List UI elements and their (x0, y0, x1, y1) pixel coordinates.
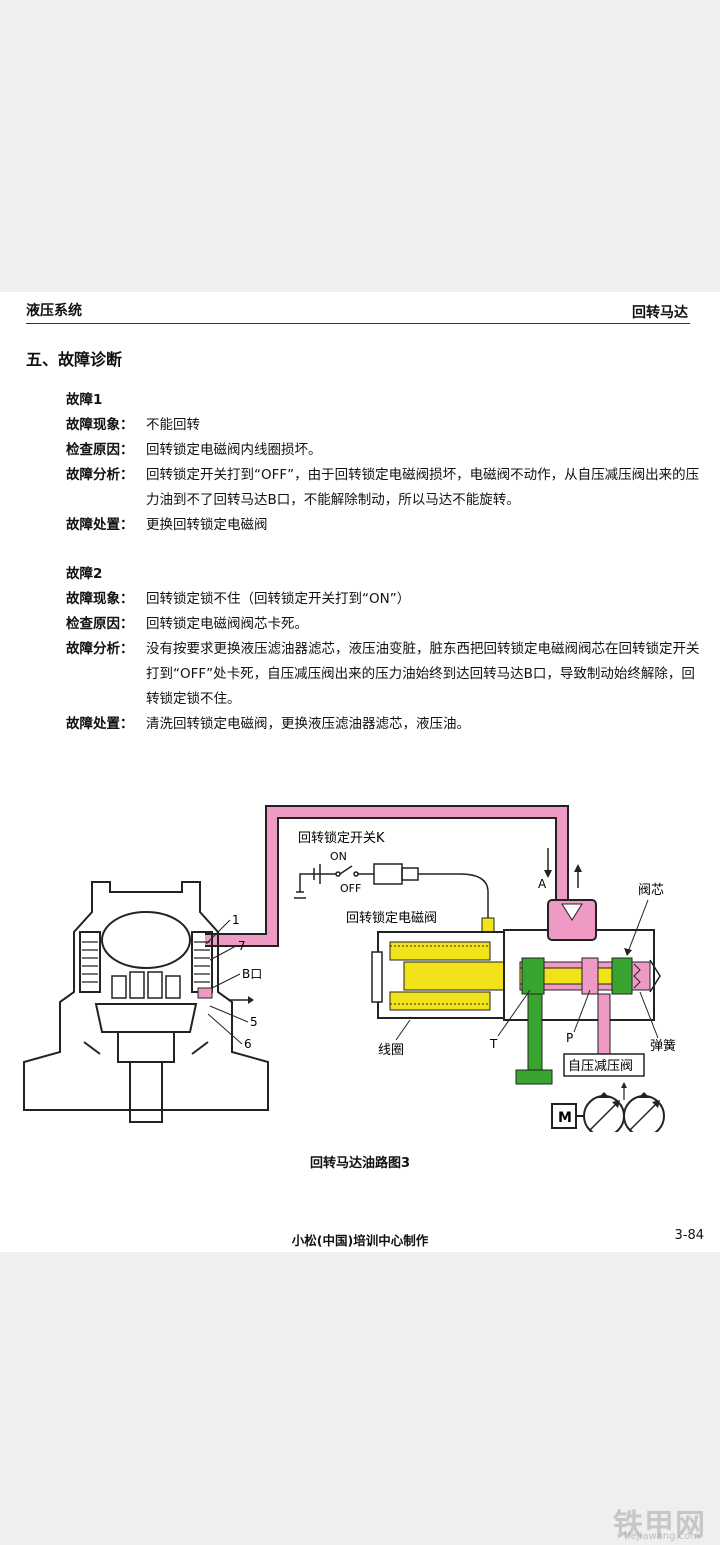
fault-title: 故障2 (66, 566, 103, 582)
fault-row: 检查原因： 回转锁定电磁阀阀芯卡死。 (66, 612, 706, 637)
header-rule (26, 323, 690, 324)
motor-pink-port (197, 987, 213, 999)
motor-pistons (111, 971, 181, 999)
pump-2-arrow (629, 1101, 659, 1131)
reducing-valve-label: 自压减压阀 (568, 1059, 633, 1074)
figure-caption: 回转马达油路图3 (309, 1156, 411, 1171)
row-text: 没有按要求更换液压滤油器滤芯，液压油变脏，脏东西把回转锁定电磁阀阀芯在回转锁定开… (146, 641, 700, 707)
row-text: 不能回转 (146, 417, 200, 433)
motor-springs (82, 941, 210, 983)
pump-1-arrow (589, 1101, 619, 1131)
label-n1: 1 (232, 913, 240, 927)
spring-leader (639, 991, 659, 1039)
arrow-up-a-head (574, 864, 582, 872)
row-label: 检查原因： (66, 442, 134, 458)
p-label: P (566, 1031, 573, 1045)
row-text: 回转锁定锁不住（回转锁定开关打到“ON”） (146, 591, 411, 607)
spool-leader (627, 899, 649, 953)
label-n6: 6 (244, 1037, 252, 1051)
label-n7: 7 (238, 939, 246, 953)
fault-title: 故障1 (66, 392, 103, 408)
header-left: 液压系统 (26, 303, 82, 319)
coil-leader (395, 1019, 411, 1041)
watermark-url: tiejiawang.com (623, 1531, 700, 1542)
row-label: 故障现象： (66, 591, 134, 607)
page-number: 3-84 (674, 1228, 704, 1243)
switch-circuit (294, 863, 489, 926)
row-label: 故障处置： (66, 517, 134, 533)
watermark-logo: 铁甲网 (613, 1508, 706, 1543)
row-label: 故障处置： (66, 716, 134, 732)
leader-lines (205, 919, 249, 1045)
swing-motor (23, 881, 269, 1123)
flow-arrow-5-head (248, 996, 254, 1004)
header-right: 回转马达 (632, 305, 688, 321)
hydraulic-diagram: 1 7 B口 5 6 回转锁定开关K ON OFF 回转锁定电磁阀 (23, 805, 676, 1132)
p-leader (573, 989, 591, 1033)
row-text: 回转锁定电磁阀内线圈损坏。 (146, 442, 322, 458)
fault-row: 故障分析： 回转锁定开关打到“OFF”，由于回转锁定电磁阀损坏，电磁阀不动作，从自… (66, 463, 706, 513)
spool-leader-head (624, 948, 632, 956)
section-title: 五、故障诊断 (26, 350, 123, 369)
solenoid-valve (371, 899, 661, 1123)
t-label: T (489, 1037, 498, 1051)
motor-label: M (558, 1110, 572, 1126)
solenoid-label: 回转锁定电磁阀 (346, 910, 437, 926)
spring-label: 弹簧 (650, 1038, 676, 1054)
fault-row: 故障现象： 回转锁定锁不住（回转锁定开关打到“ON”） (66, 587, 706, 612)
fault-block-2: 故障2 故障现象： 回转锁定锁不住（回转锁定开关打到“ON”） 检查原因： 回转锁定… (66, 562, 706, 737)
arrow-down-a-head (544, 870, 552, 878)
label-port-b: B口 (242, 967, 262, 981)
row-label: 检查原因： (66, 616, 134, 632)
coil-label: 线圈 (378, 1043, 404, 1058)
row-text: 更换回转锁定电磁阀 (146, 517, 268, 533)
row-label: 故障分析： (66, 467, 134, 483)
row-text: 回转锁定电磁阀阀芯卡死。 (146, 616, 308, 632)
switch-label: 回转锁定开关K (298, 830, 385, 846)
pink-oil-line-fill (205, 807, 567, 945)
fault-row: 检查原因： 回转锁定电磁阀内线圈损坏。 (66, 438, 706, 463)
fault-row: 故障处置： 清洗回转锁定电磁阀，更换液压滤油器滤芯，液压油。 (66, 712, 706, 737)
spool-label: 阀芯 (638, 883, 664, 898)
fault-block-1: 故障1 故障现象： 不能回转 检查原因： 回转锁定电磁阀内线圈损坏。 故障分析： 回转… (66, 388, 706, 538)
fault-row: 故障分析： 没有按要求更换液压滤油器滤芯，液压油变脏，脏东西把回转锁定电磁阀阀芯在… (66, 637, 706, 712)
row-text: 清洗回转锁定电磁阀，更换液压滤油器滤芯，液压油。 (146, 716, 470, 732)
port-a-label: A (538, 877, 547, 891)
document-page: 液压系统 回转马达 五、故障诊断 故障1 故障现象： 不能回转 检查原因： 回转锁定… (0, 292, 720, 1252)
arrow-up-pump-head (621, 1082, 627, 1088)
row-label: 故障分析： (66, 641, 134, 657)
reducing-valve-box (563, 1053, 645, 1077)
t-leader (497, 989, 531, 1037)
fault-row: 故障处置： 更换回转锁定电磁阀 (66, 513, 706, 538)
pump-triangles (598, 1092, 650, 1098)
row-label: 故障现象： (66, 417, 134, 433)
label-n5: 5 (250, 1015, 258, 1029)
page-footer: 小松(中国)培训中心制作 (291, 1233, 429, 1248)
switch-on-label: ON (330, 850, 347, 863)
switch-off-label: OFF (340, 882, 361, 895)
fault-row: 故障现象： 不能回转 (66, 413, 706, 438)
row-text: 回转锁定开关打到“OFF”，由于回转锁定电磁阀损坏，电磁阀不动作，从自压减压阀出… (146, 467, 700, 508)
